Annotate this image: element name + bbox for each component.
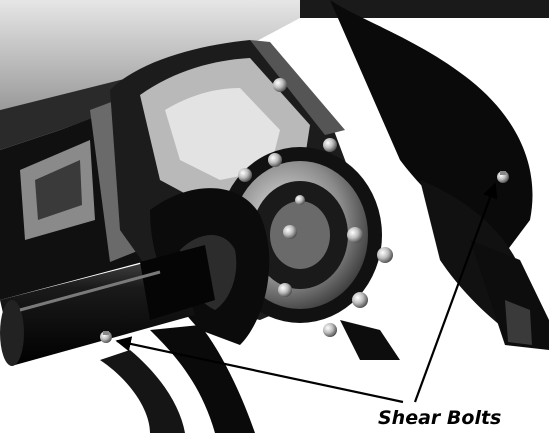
flange-bolts (238, 78, 393, 337)
lower-tines (100, 320, 400, 433)
shear-bolts-label: Shear Bolts (378, 407, 502, 429)
hub-flange (218, 147, 382, 323)
shear-bolt-right (497, 171, 509, 183)
callout-arrows (115, 182, 498, 404)
axle-shaft (0, 245, 215, 366)
rear-tines (330, 0, 549, 350)
shear-bolt-left (100, 331, 112, 343)
